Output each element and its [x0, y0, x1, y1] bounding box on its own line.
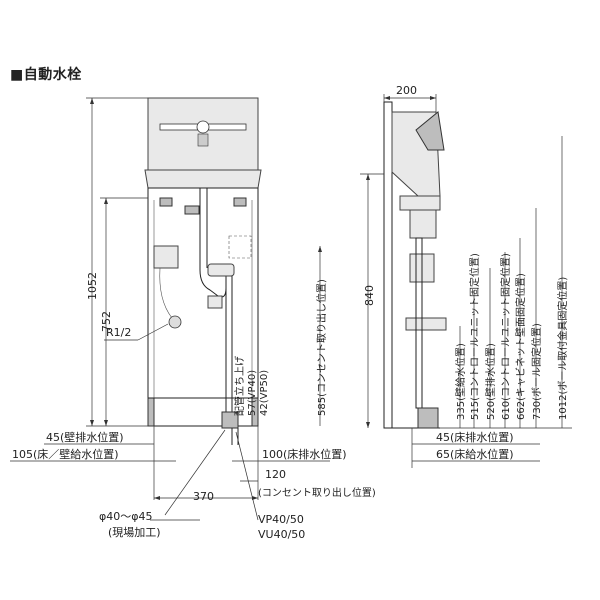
front-basin: [144, 169, 262, 189]
wall-line: [383, 101, 393, 429]
front-cabinet: [147, 187, 259, 427]
supply-pipe-label: R1/2: [106, 326, 131, 339]
dim-outlet-height: 585(コンセント取り出し位置): [315, 279, 328, 416]
dim-counter-height: 752: [100, 311, 113, 332]
dim-wall-supply: 335(壁給水位置): [454, 343, 467, 420]
hole-diameter: φ40～φ45: [99, 510, 153, 523]
faucet-icon: [196, 120, 210, 134]
supply-valve: [168, 315, 182, 329]
dim-vp40: 57(VP40): [247, 370, 258, 416]
faucet-side-icon: [415, 111, 445, 151]
dim-bowl-bracket: 1012(ボール取付金具固定位置): [556, 277, 569, 420]
control-unit: [153, 245, 179, 269]
hole-note: (現場加工): [108, 526, 161, 539]
dim-total-height: 1052: [86, 272, 99, 300]
dim-side-height: 840: [363, 285, 376, 306]
section-title: ■自動水栓: [10, 67, 82, 83]
side-view: [383, 101, 447, 429]
side-dimensions: 200 840 335(壁給水位置) 515(コントロールユニット固定位置) 5…: [360, 84, 572, 468]
side-vertical-dims: 335(壁給水位置) 515(コントロールユニット固定位置) 520(壁排水位置…: [440, 136, 572, 429]
pipe-rise-label: 配管立ち上げ: [233, 356, 246, 416]
dim-side-drain-floor: 45(床排水位置): [436, 430, 514, 444]
dim-width: 370: [193, 490, 214, 503]
dim-bowl-fix: 730(ボール固定位置): [530, 323, 543, 420]
dim-drain-floor: 100(床排水位置): [262, 447, 347, 461]
dim-outlet-offset: 120: [265, 468, 286, 481]
dim-control-unit-2: 610(コントロールユニット固定位置): [499, 253, 512, 420]
dim-supply-floor-wall: 105(床／壁給水位置): [12, 447, 119, 461]
dim-drain-wall: 45(壁排水位置): [46, 430, 124, 444]
dim-wall-drain: 520(壁排水位置): [484, 343, 497, 420]
pipe-vp: VP40/50: [258, 513, 304, 526]
front-dimensions: 1052 752 R1/2 配管立ち上げ 57(VP40) 42(VP50) 5…: [10, 97, 376, 541]
dim-cabinet-wall: 662(キャビネット壁面固定位置): [514, 273, 527, 420]
outlet-position-label: (コンセント取り出し位置): [258, 486, 376, 499]
dim-depth: 200: [396, 84, 417, 97]
drain-trap: [199, 188, 227, 298]
dim-vp50: 42(VP50): [259, 370, 270, 416]
dim-control-unit-1: 515(コントロールユニット固定位置): [468, 253, 481, 420]
outlet-box: [228, 235, 252, 259]
dim-side-supply-floor: 65(床給水位置): [436, 447, 514, 461]
front-view: [144, 97, 262, 445]
pipe-vu: VU40/50: [258, 528, 305, 541]
